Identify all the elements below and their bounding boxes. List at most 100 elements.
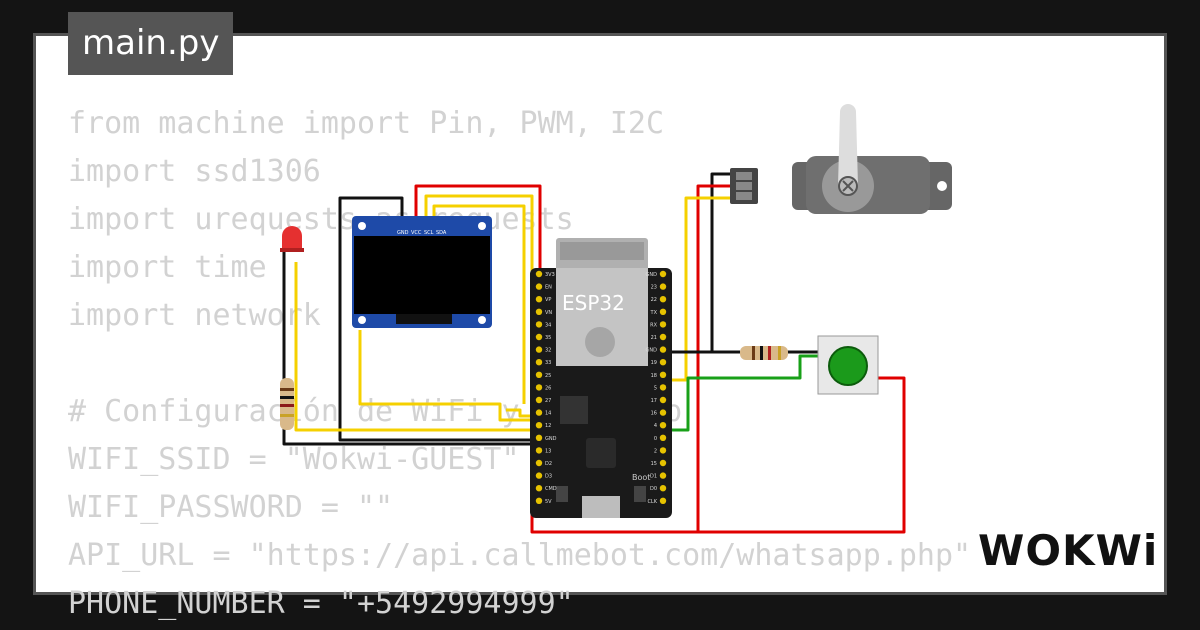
header-pin — [535, 384, 543, 391]
header-pin — [659, 459, 667, 467]
header-pin — [535, 308, 543, 315]
pin-label: 13 — [545, 448, 551, 454]
pin-label: TX — [650, 310, 658, 316]
code-line: import ssd1306 — [68, 154, 321, 189]
wire-yellow-inner — [358, 330, 540, 422]
header-pin — [659, 296, 667, 303]
push-button[interactable] — [817, 335, 879, 395]
header-pin — [535, 485, 543, 492]
pin-label: 33 — [545, 360, 551, 366]
pin-label: D0 — [650, 486, 657, 492]
pin-label: 2 — [654, 448, 657, 454]
header-pin — [535, 333, 543, 341]
header-pin — [659, 447, 667, 454]
wire-black-oled-gnd — [338, 196, 540, 442]
pin-label: 0 — [654, 436, 657, 442]
oled-pin-label: VCC — [411, 230, 422, 236]
header-pin — [659, 321, 667, 328]
header-pin — [535, 497, 543, 504]
code-line: WIFI_SSID = "Wokwi-GUEST" — [68, 442, 520, 477]
code-line: import time — [68, 250, 267, 285]
oled-pin-label: SDA — [436, 230, 447, 236]
code-line: from machine import Pin, PWM, I2C — [68, 106, 665, 141]
header-pin — [659, 359, 667, 366]
esp32-label: ESP32 — [562, 291, 625, 315]
wire-green-button — [666, 354, 818, 432]
header-pin — [535, 296, 543, 303]
wire-red-button — [540, 376, 906, 534]
pin-label: 5V — [545, 499, 552, 505]
header-pin — [535, 346, 543, 353]
oled-display[interactable]: GND VCC SCL SDA — [352, 216, 492, 328]
code-line: PHONE_NUMBER = "+5492994999" — [68, 586, 574, 621]
header-pin — [535, 409, 543, 416]
pin-label: D1 — [650, 474, 657, 480]
pin-label: 34 — [545, 322, 551, 328]
led-resistor[interactable] — [280, 378, 294, 430]
wire-yellow-led — [294, 262, 540, 432]
file-tab[interactable]: main.py — [68, 12, 234, 75]
header-pin — [659, 396, 667, 404]
red-led[interactable] — [280, 226, 304, 252]
pin-label: 26 — [545, 385, 551, 391]
pin-label: 32 — [545, 348, 551, 354]
pin-label: RX — [650, 322, 657, 328]
header-pin — [659, 333, 667, 341]
pin-label: 27 — [545, 398, 551, 404]
pin-label: D3 — [545, 474, 552, 480]
header-pin — [535, 434, 543, 441]
pin-label: 22 — [651, 297, 657, 303]
header-pin — [659, 308, 667, 315]
pin-label: GND — [545, 436, 557, 442]
header-pin — [659, 434, 667, 441]
pin-label: 21 — [651, 335, 657, 341]
servo-motor[interactable] — [730, 104, 952, 214]
header-pin — [659, 497, 667, 504]
pin-label: 35 — [545, 335, 551, 341]
wokwi-logo: WOKWi — [978, 526, 1159, 575]
button-resistor[interactable] — [740, 346, 788, 360]
pin-label: D2 — [545, 461, 552, 467]
wire-black-led — [282, 252, 540, 446]
pin-label: 18 — [651, 373, 657, 379]
header-pin — [535, 472, 543, 479]
esp32-board[interactable]: ESP32 Boot — [530, 238, 672, 518]
header-pin — [535, 396, 543, 404]
header-pin — [659, 283, 667, 290]
pin-label: EN — [545, 285, 552, 291]
header-pin — [659, 409, 667, 416]
header-pin — [659, 485, 667, 492]
oled-pin-label: GND — [397, 230, 409, 236]
header-pin — [659, 384, 667, 391]
code-line: import network — [68, 298, 321, 333]
header-pin — [535, 283, 543, 290]
pin-label: 16 — [651, 411, 657, 417]
wire-red-vcc — [414, 184, 542, 272]
header-pin — [659, 346, 667, 353]
wire-yellow-servo — [666, 196, 730, 382]
header-pin — [535, 321, 543, 328]
code-line: WIFI_PASSWORD = "" — [68, 490, 394, 525]
oled-pin-label: SCL — [424, 230, 434, 236]
pin-label: CMD — [545, 486, 557, 492]
pin-label: CLK — [647, 499, 657, 505]
pin-label: VP — [545, 297, 551, 303]
header-pin — [659, 371, 667, 378]
pin-label: 4 — [654, 423, 657, 429]
pin-label: GND — [646, 348, 658, 354]
header-pin — [535, 422, 543, 429]
code-line: API_URL = "https://api.callmebot.com/wha… — [68, 538, 972, 573]
header-pin — [535, 371, 543, 378]
pin-label: VN — [545, 310, 552, 316]
pin-label: 15 — [651, 461, 657, 467]
pin-label: 12 — [545, 423, 551, 429]
pin-label: 19 — [651, 360, 657, 366]
pin-label: 3V3 — [545, 272, 555, 278]
header-pin — [535, 447, 543, 454]
pin-label: 14 — [545, 411, 551, 417]
pin-label: 23 — [651, 285, 657, 291]
pin-label: 25 — [545, 373, 551, 379]
